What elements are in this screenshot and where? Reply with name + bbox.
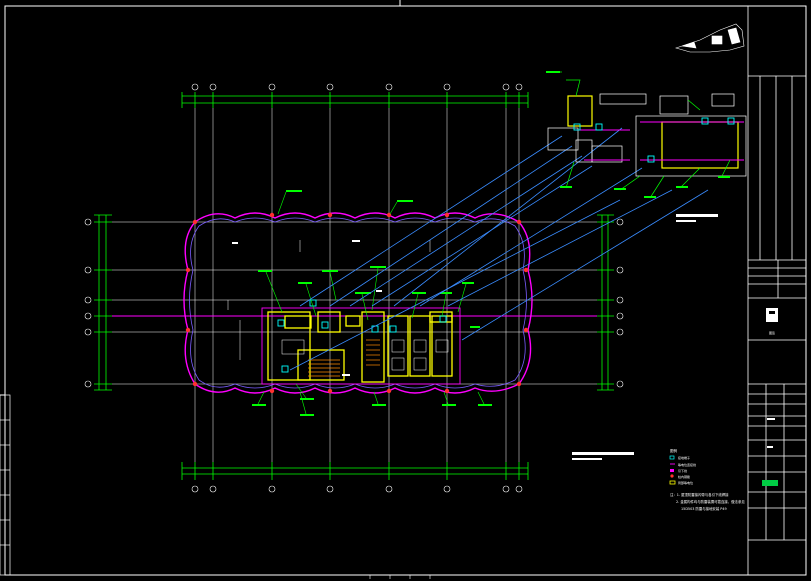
side-axis-bubbles xyxy=(84,218,624,388)
enlarged-detail xyxy=(546,71,747,222)
room-labels xyxy=(232,240,382,376)
drawing-notes: 注：1. 屋顶防雷接闪带与各引下线焊接 2. 金属构件均与防雷装置可靠连接，做法… xyxy=(670,492,745,511)
core-walls xyxy=(267,311,453,383)
right-dimensions xyxy=(597,214,614,391)
dot-marker-icon xyxy=(670,474,674,478)
legend-item: 局部等电位 xyxy=(669,480,693,485)
top-dimensions xyxy=(181,92,529,108)
svg-text:接地端子: 接地端子 xyxy=(678,455,690,460)
detail-leaders xyxy=(289,127,709,371)
company-logo: 图签 xyxy=(766,308,778,335)
legend-item: 等电位连接线 xyxy=(670,462,696,467)
title-block-small-texts xyxy=(767,418,775,448)
note-line-3: 15D503 防雷与接地安装 P49 xyxy=(681,506,727,511)
bottom-axis-bubbles xyxy=(191,485,523,493)
left-dimensions xyxy=(94,214,112,391)
svg-text:等电位连接线: 等电位连接线 xyxy=(678,462,696,467)
note-line-2: 2. 金属构件均与防雷装置可靠连接，做法参见 xyxy=(676,499,745,504)
square-marker-icon xyxy=(669,455,675,460)
box-marker-icon xyxy=(669,480,676,485)
top-axis-bubbles xyxy=(191,83,523,91)
stair-hatching xyxy=(308,339,380,377)
core-interior xyxy=(227,240,449,371)
key-plan xyxy=(674,23,745,53)
legend-item: 接地端子 xyxy=(669,455,690,460)
svg-text:引下线: 引下线 xyxy=(678,468,687,473)
binding-strip xyxy=(0,394,11,576)
bottom-dimensions xyxy=(181,462,529,480)
detail-caption-sub xyxy=(676,220,696,222)
svg-text:柱内钢筋: 柱内钢筋 xyxy=(678,474,690,479)
plan-title xyxy=(572,452,634,460)
title-block-highlight xyxy=(762,480,778,486)
legend: 图例 接地端子 等电位连接线 引下线 柱内钢筋 局部等电位 xyxy=(669,448,696,485)
svg-text:局部等电位: 局部等电位 xyxy=(678,480,693,485)
title-block xyxy=(747,6,806,575)
square-marker-icon xyxy=(670,469,674,472)
detail-caption-bar xyxy=(676,214,718,217)
note-line-1: 注：1. 屋顶防雷接闪带与各引下线焊接 xyxy=(670,492,729,497)
legend-item: 引下线 xyxy=(670,468,687,473)
legend-heading: 图例 xyxy=(670,448,678,453)
callout-labels xyxy=(252,190,492,416)
bottom-scale xyxy=(360,574,440,579)
title-block-stamp: 图签 xyxy=(769,330,775,335)
legend-item: 柱内钢筋 xyxy=(670,474,690,479)
